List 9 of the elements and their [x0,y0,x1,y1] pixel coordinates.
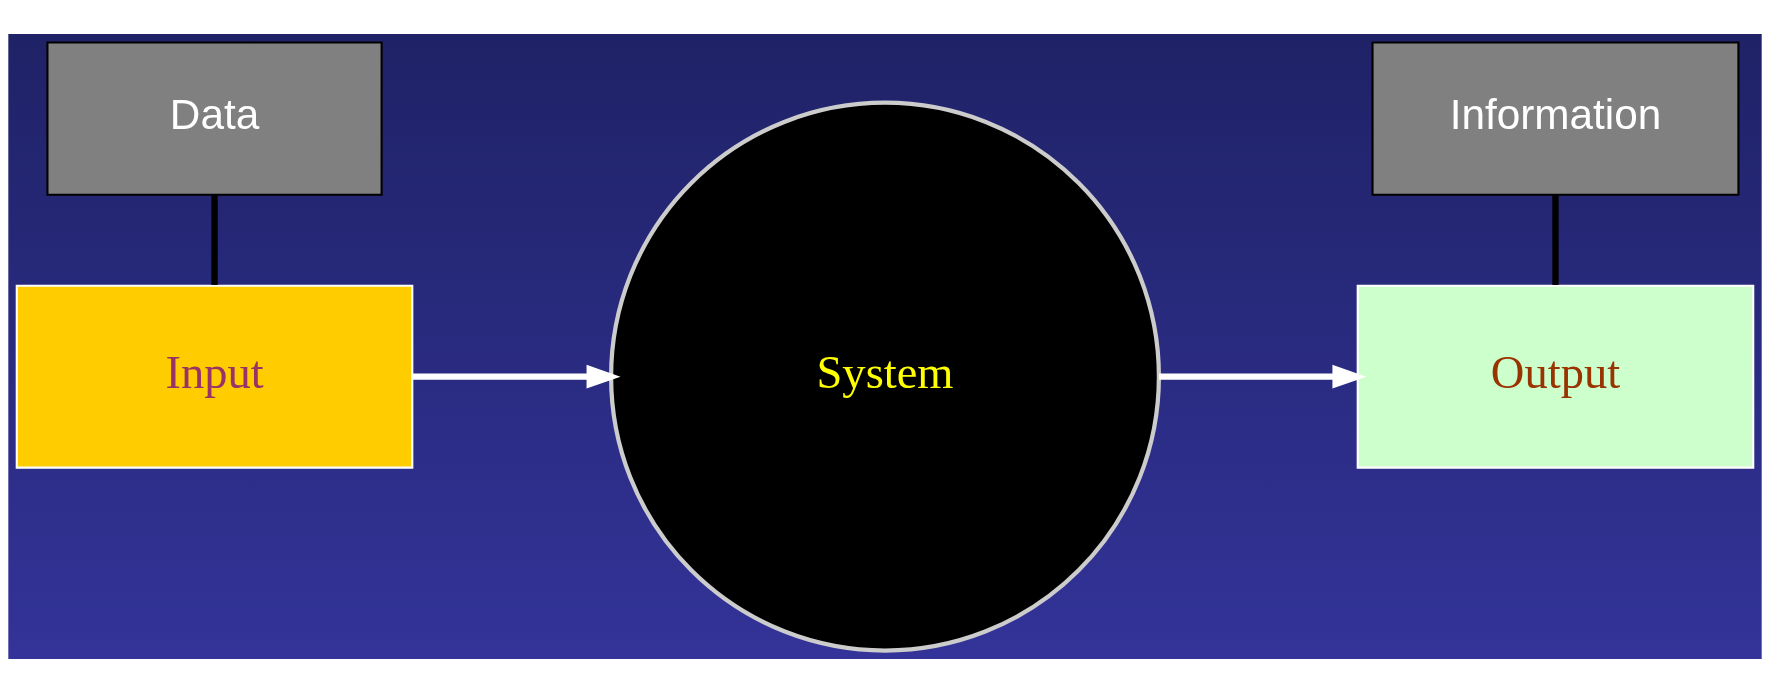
arrow [412,364,621,388]
arrow [1159,364,1367,388]
connector [211,194,218,285]
node-box: Output [1356,284,1755,469]
node-box: Data [46,40,383,196]
node-box: Input [15,284,414,469]
connector [1552,194,1559,285]
node-circle: System [609,100,1161,653]
node-box: Information [1371,40,1740,196]
